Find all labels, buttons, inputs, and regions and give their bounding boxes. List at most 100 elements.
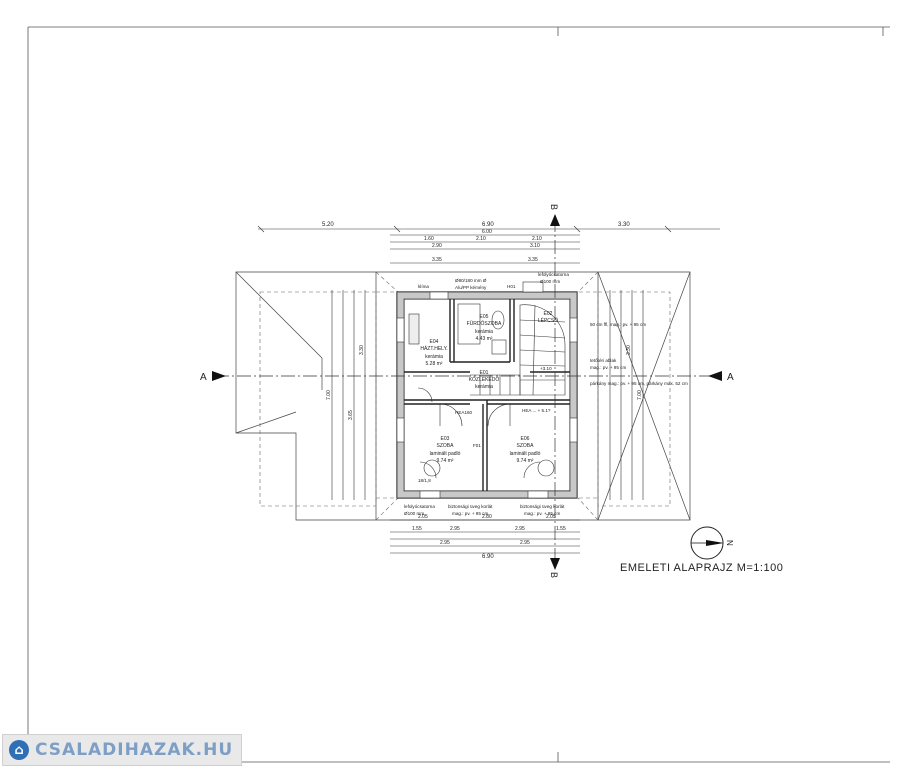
svg-text:laminált padló: laminált padló: [430, 451, 461, 457]
svg-text:lefolyócsatorna: lefolyócsatorna: [404, 504, 435, 509]
north-label: N: [725, 540, 734, 546]
svg-text:biztonsági üveg korlát: biztonsági üveg korlát: [520, 504, 565, 509]
watermark-text: CSALADIHAZAK.HU: [35, 740, 234, 760]
dimension-lines-top: [257, 225, 720, 264]
dim-bot-2b: 2.95: [520, 540, 530, 546]
svg-text:Ø100 mm: Ø100 mm: [540, 279, 560, 284]
section-mark-a-left: A: [200, 372, 207, 383]
room-label-bedroom-left: E03 SZOBA laminált padló 9.74 m²: [430, 436, 461, 464]
svg-text:9.74 m²: 9.74 m²: [517, 458, 534, 464]
dim-top-half-b: 3.35: [528, 257, 538, 263]
dim-left-a: 3.30: [359, 345, 365, 355]
svg-text:H01: H01: [507, 284, 516, 289]
section-arrow-b-top: [550, 214, 560, 226]
sheet-frame: [27, 26, 890, 763]
svg-text:FÜRDŐSZOBA: FÜRDŐSZOBA: [467, 320, 502, 327]
dim-right-b: 7.00: [637, 390, 643, 400]
svg-text:+3.10: +3.10: [540, 366, 552, 371]
dim-left-b: 7.00: [326, 390, 332, 400]
svg-text:9.74 m²: 9.74 m²: [437, 458, 454, 464]
room-label-bedroom-right: E06 SZOBA laminált padló 9.74 m²: [510, 436, 541, 464]
section-mark-b-bottom: B: [549, 572, 559, 578]
dim-bot-1c: 2.95: [515, 526, 525, 532]
section-arrow-a-right: [708, 371, 722, 381]
dim-top-mid: 6.90: [482, 222, 494, 228]
dim-top-right: 3.30: [618, 222, 630, 228]
svg-text:Alu/PP kémény: Alu/PP kémény: [455, 285, 487, 290]
drawing-title: EMELETI ALAPRAJZ M=1:100: [620, 562, 784, 574]
dim-top-sub-2a: 1.60: [424, 236, 434, 242]
annotations: Ø80/180 mm Ø Alu/PP kémény lefolyócsator…: [404, 272, 688, 516]
section-arrow-b-bottom: [550, 558, 560, 570]
svg-text:E05: E05: [480, 314, 489, 320]
dim-top-left: 5.20: [322, 222, 334, 228]
dim-bot-sub-b: 2.80: [482, 514, 492, 520]
svg-text:kerámia: kerámia: [475, 384, 493, 390]
section-mark-a-right: A: [727, 372, 734, 383]
svg-text:HÁZT.HELY.: HÁZT.HELY.: [420, 345, 447, 352]
svg-text:E02: E02: [544, 311, 553, 317]
svg-text:Ø100 mm: Ø100 mm: [404, 511, 424, 516]
svg-text:mag.: pv. + 95 cm: mag.: pv. + 95 cm: [452, 511, 488, 516]
svg-text:E06: E06: [521, 436, 530, 442]
svg-text:Ø80/180 mm Ø: Ø80/180 mm Ø: [455, 278, 487, 283]
svg-text:E01: E01: [480, 370, 489, 376]
dim-top-half-a: 3.35: [432, 257, 442, 263]
svg-text:SZOBA: SZOBA: [437, 443, 455, 449]
dimension-lines-sides: [331, 290, 644, 500]
dim-top-sub-2c: 2.10: [532, 236, 542, 242]
dim-top-sub-2b: 2.10: [476, 236, 486, 242]
svg-text:klíma: klíma: [418, 284, 429, 289]
dimension-lines-bottom: [390, 519, 580, 554]
svg-text:lefolyócsatorna: lefolyócsatorna: [538, 272, 569, 277]
svg-text:biztonsági üveg korlát: biztonsági üveg korlát: [448, 504, 493, 509]
dim-bot-sub-c: 2.05: [546, 514, 556, 520]
room-label-stairs: E02 LÉPCSŐ: [538, 311, 558, 324]
windows: [396, 291, 578, 499]
svg-text:párkány mag.: pv. + 95 cm, pár: párkány mag.: pv. + 95 cm, párkány max. …: [590, 381, 688, 386]
dim-bot-1a: 1.55: [412, 526, 422, 532]
dim-right-a: 3.30: [626, 345, 632, 355]
svg-text:laminált padló: laminált padló: [510, 451, 541, 457]
svg-text:KÖZLEKEDŐ: KÖZLEKEDŐ: [469, 376, 500, 383]
svg-text:F01: F01: [473, 443, 481, 448]
svg-text:kerámia: kerámia: [425, 354, 443, 360]
svg-text:HEA ... + 5.1?: HEA ... + 5.1?: [522, 408, 551, 413]
dim-bot-1b: 2.95: [450, 526, 460, 532]
svg-text:mag.: pv. + 95 cm: mag.: pv. + 95 cm: [524, 511, 560, 516]
svg-text:4.43 m²: 4.43 m²: [476, 336, 493, 342]
svg-text:E04: E04: [430, 339, 439, 345]
svg-text:50 cm ffl, mag.: pv. + 95 cm: 50 cm ffl, mag.: pv. + 95 cm: [590, 322, 646, 327]
site-watermark: ⌂ CSALADIHAZAK.HU: [2, 734, 243, 766]
dim-top-sub-3a: 2.90: [432, 243, 442, 249]
dim-bot-2a: 2.95: [440, 540, 450, 546]
room-label-corridor: E01 KÖZLEKEDŐ kerámia: [469, 370, 500, 390]
svg-text:kerámia: kerámia: [475, 329, 493, 335]
svg-text:5.28 m²: 5.28 m²: [426, 361, 443, 367]
room-label-bathroom: E05 FÜRDŐSZOBA kerámia 4.43 m²: [467, 314, 502, 342]
svg-text:18/1,8: 18/1,8: [418, 478, 431, 483]
doors: [417, 387, 555, 479]
roof-outline: [235, 271, 691, 521]
roof-dashed: [259, 271, 671, 521]
svg-text:SZOBA: SZOBA: [517, 443, 535, 449]
dim-bot-sub-a: 2.05: [418, 514, 428, 520]
north-arrow-icon: [690, 526, 724, 560]
svg-text:HEA160: HEA160: [455, 410, 473, 415]
section-mark-b-top: B: [549, 204, 559, 210]
svg-text:tetőtéri ablak: tetőtéri ablak: [590, 358, 617, 363]
dim-bot-total: 6.90: [482, 554, 494, 560]
room-label-utility: E04 HÁZT.HELY. kerámia 5.28 m²: [420, 339, 447, 367]
dim-top-sub-3b: 3.10: [530, 243, 540, 249]
dim-top-sub-1: 6.00: [482, 229, 492, 235]
svg-text:LÉPCSŐ: LÉPCSŐ: [538, 317, 558, 324]
sanitary-fixtures: [408, 281, 544, 355]
section-arrow-a-left: [212, 371, 226, 381]
dim-bot-1d: 1.55: [556, 526, 566, 532]
staircase: [470, 304, 566, 396]
svg-text:E03: E03: [441, 436, 450, 442]
logo-icon: ⌂: [9, 740, 29, 760]
dim-left-c: 3.65: [348, 410, 354, 420]
svg-text:mag.: pv. + 95 cm: mag.: pv. + 95 cm: [590, 365, 626, 370]
